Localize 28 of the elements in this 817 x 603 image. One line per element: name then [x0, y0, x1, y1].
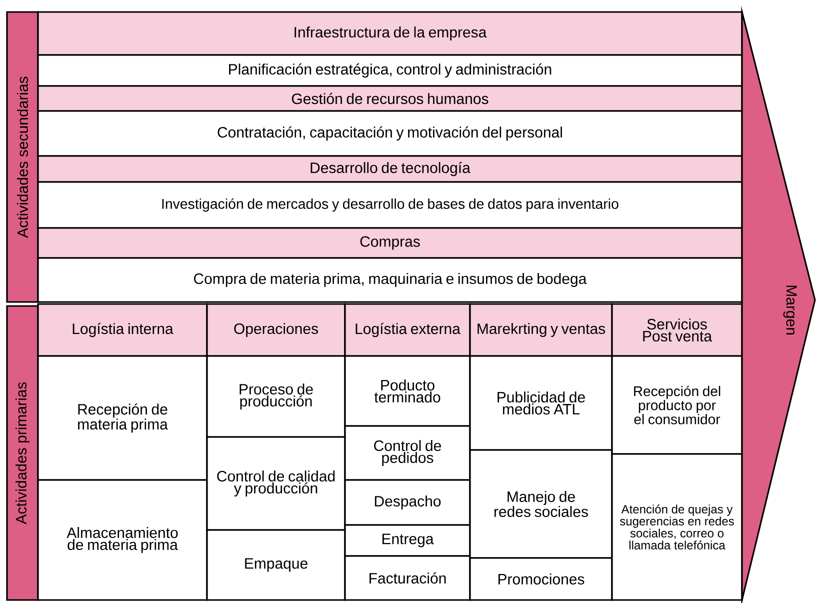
activity-box: Publicidad de medios ATL: [469, 355, 613, 451]
activity-box: Poducto terminado: [344, 355, 471, 427]
activity-band: Investigación de mercados y desarrollo de bases de datos para inventario: [37, 181, 743, 229]
column-header: Operaciones: [206, 303, 346, 357]
activity-band: Planificación estratégica, control y administración: [37, 54, 743, 87]
activity-box: Promociones: [469, 557, 613, 601]
side-band: Actividades primarias: [6, 305, 39, 601]
activity-box: Despacho: [344, 479, 471, 526]
activity-band: Contratación, capacitación y motivación del personal: [37, 110, 743, 157]
activity-box: Atención de quejas y sugerencias en redes sociales, correo o llamada telefónica: [611, 453, 743, 601]
activity-box: Entrega: [344, 524, 471, 557]
activity-box: Recepción de materia prima: [37, 355, 208, 481]
activity-box: Control de calidad y producción: [206, 436, 346, 531]
header-band: Gestión de recursos humanos: [37, 85, 743, 112]
column-header: Logístia externa: [344, 303, 471, 357]
column-header: Logístia interna: [37, 303, 208, 357]
activity-box: Control de pedidos: [344, 425, 471, 481]
column-header: Marekrting y ventas: [469, 303, 613, 357]
header-band: Infraestructura de la empresa: [37, 11, 743, 56]
activity-box: Proceso de producción: [206, 355, 346, 438]
header-band: Desarrollo de tecnología: [37, 155, 743, 183]
column-header: Servicios Post venta: [611, 303, 743, 357]
header-band: Compras: [37, 227, 743, 259]
activity-box: Empaque: [206, 529, 346, 601]
activity-box: Recepción del producto por el consumidor: [611, 355, 743, 455]
activity-band: Compra de materia prima, maquinaria e insumos de bodega: [37, 257, 743, 303]
side-band: Actividades secundarias: [6, 11, 39, 303]
activity-box: Facturación: [344, 555, 471, 601]
